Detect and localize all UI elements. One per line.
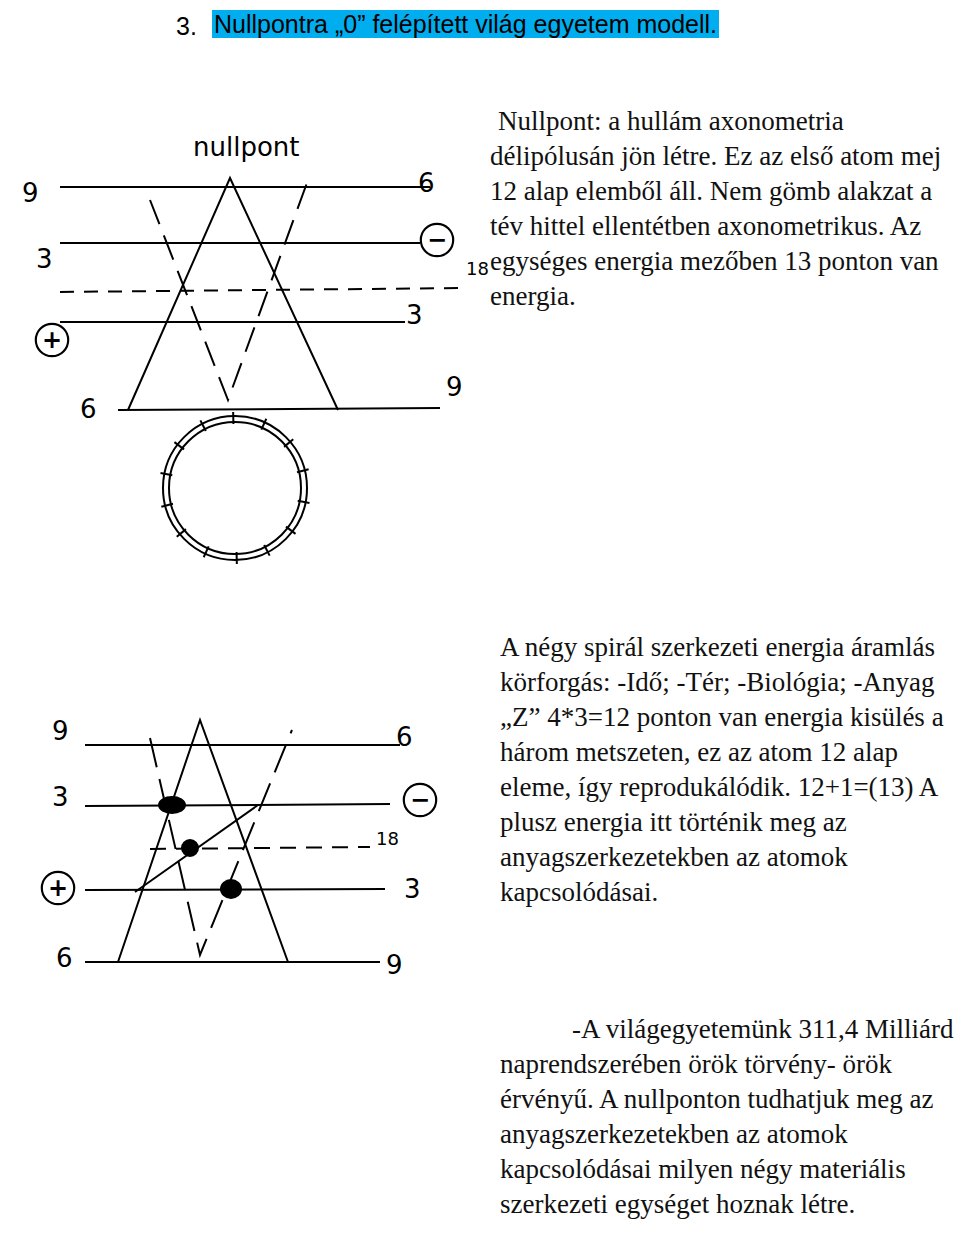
sign-text: −: [419, 222, 455, 254]
circled-sign: −: [419, 222, 455, 258]
handwritten-label: 9: [386, 952, 403, 978]
text-paragraph: Nullpont: a hullám axonometria délipólus…: [490, 104, 960, 314]
title-text: Nullpontra „0” felépített világ egyetem …: [212, 10, 719, 38]
handwritten-label: 3: [406, 302, 423, 328]
text-paragraph: A négy spirál szerkezeti energia áramlás…: [500, 630, 960, 910]
handwritten-label: 6: [80, 396, 97, 422]
handwritten-label: 9: [52, 718, 69, 744]
handwritten-label: nullpont: [193, 134, 300, 160]
handwritten-label: 9: [22, 180, 39, 206]
text-paragraph: -A világegyetemünk 311,4 Milliárd napren…: [500, 1012, 956, 1222]
handwritten-label: 6: [56, 945, 73, 971]
sign-text: +: [40, 870, 76, 902]
page-title: Nullpontra „0” felépített világ egyetem …: [212, 2, 719, 46]
circled-sign: −: [402, 782, 438, 818]
sign-text: +: [34, 322, 70, 354]
handwritten-label: 3: [52, 784, 69, 810]
handwritten-label: 18: [376, 830, 399, 848]
section-number: 3.: [176, 4, 197, 48]
circled-sign: +: [40, 870, 76, 906]
circled-sign: +: [34, 322, 70, 358]
handwritten-label: 6: [418, 170, 435, 196]
sign-text: −: [402, 782, 438, 814]
handwritten-label: 6: [396, 724, 413, 750]
handwritten-label: 18: [466, 260, 489, 278]
handwritten-label: 3: [36, 246, 53, 272]
handwritten-label: 9: [446, 374, 463, 400]
handwritten-label: 3: [404, 876, 421, 902]
